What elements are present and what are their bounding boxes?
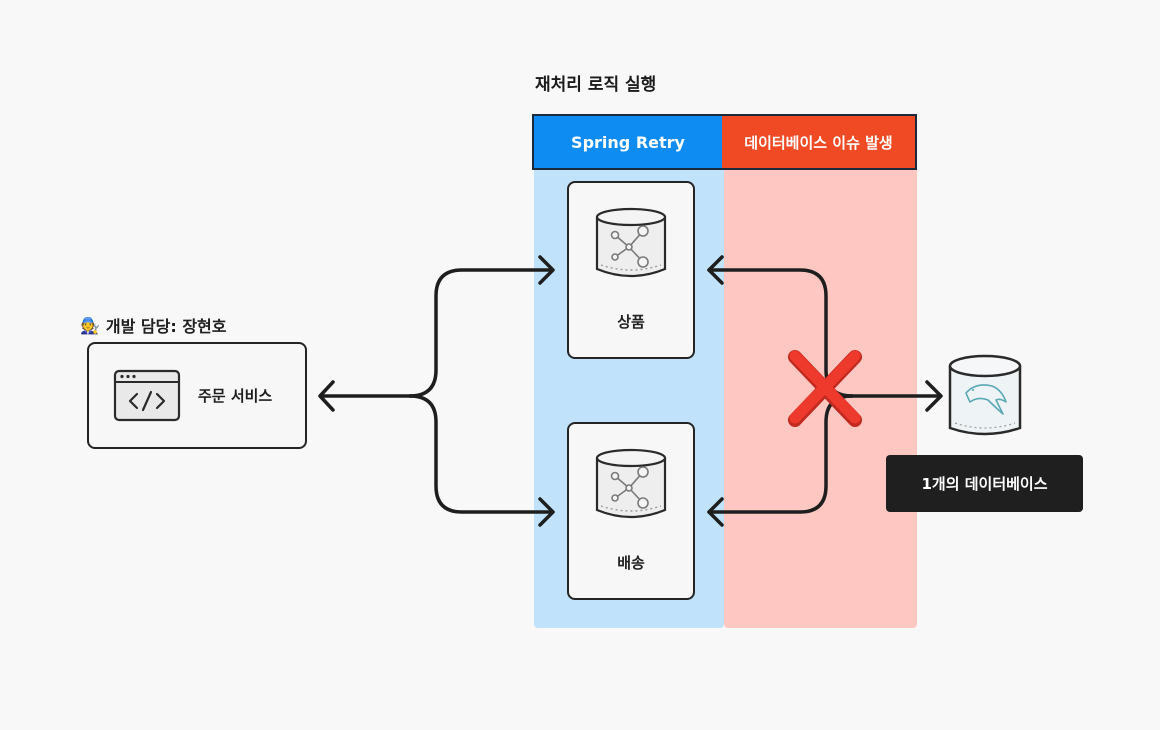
delivery-service-card: 배송: [567, 422, 695, 600]
mysql-database-icon: [948, 354, 1022, 436]
product-label: 상품: [617, 313, 645, 331]
order-service-label: 주문 서비스: [198, 387, 273, 405]
delivery-db-arrowhead: [707, 497, 724, 527]
product-arrowhead: [538, 255, 555, 285]
developer-owner-text: 개발 담당: 장현호: [105, 317, 227, 336]
product-service-card: 상품: [567, 181, 695, 359]
database-graph-icon: [595, 207, 667, 278]
order-arrowhead: [318, 380, 335, 412]
db-arrowhead: [925, 380, 943, 412]
retry-logic-title: 재처리 로직 실행: [535, 75, 657, 95]
database-graph-icon: [595, 448, 667, 519]
order-service-card: [87, 342, 307, 449]
developer-owner-label: 🧑‍🔧 개발 담당: 장현호: [80, 313, 227, 337]
db-issue-header: 데이터베이스 이슈 발생: [722, 114, 917, 170]
delivery-label: 배송: [617, 554, 645, 572]
code-window-icon: [113, 369, 181, 422]
delivery-connector-line: [408, 394, 554, 514]
product-db-arrowhead: [707, 255, 724, 285]
database-label-badge: 1개의 데이터베이스: [886, 455, 1083, 512]
delivery-arrowhead: [538, 497, 555, 527]
db-delivery-connector-line: [707, 394, 854, 514]
red-x-icon: [788, 350, 862, 427]
product-connector-line: [408, 268, 554, 398]
mechanic-emoji-icon: 🧑‍🔧: [80, 315, 100, 335]
